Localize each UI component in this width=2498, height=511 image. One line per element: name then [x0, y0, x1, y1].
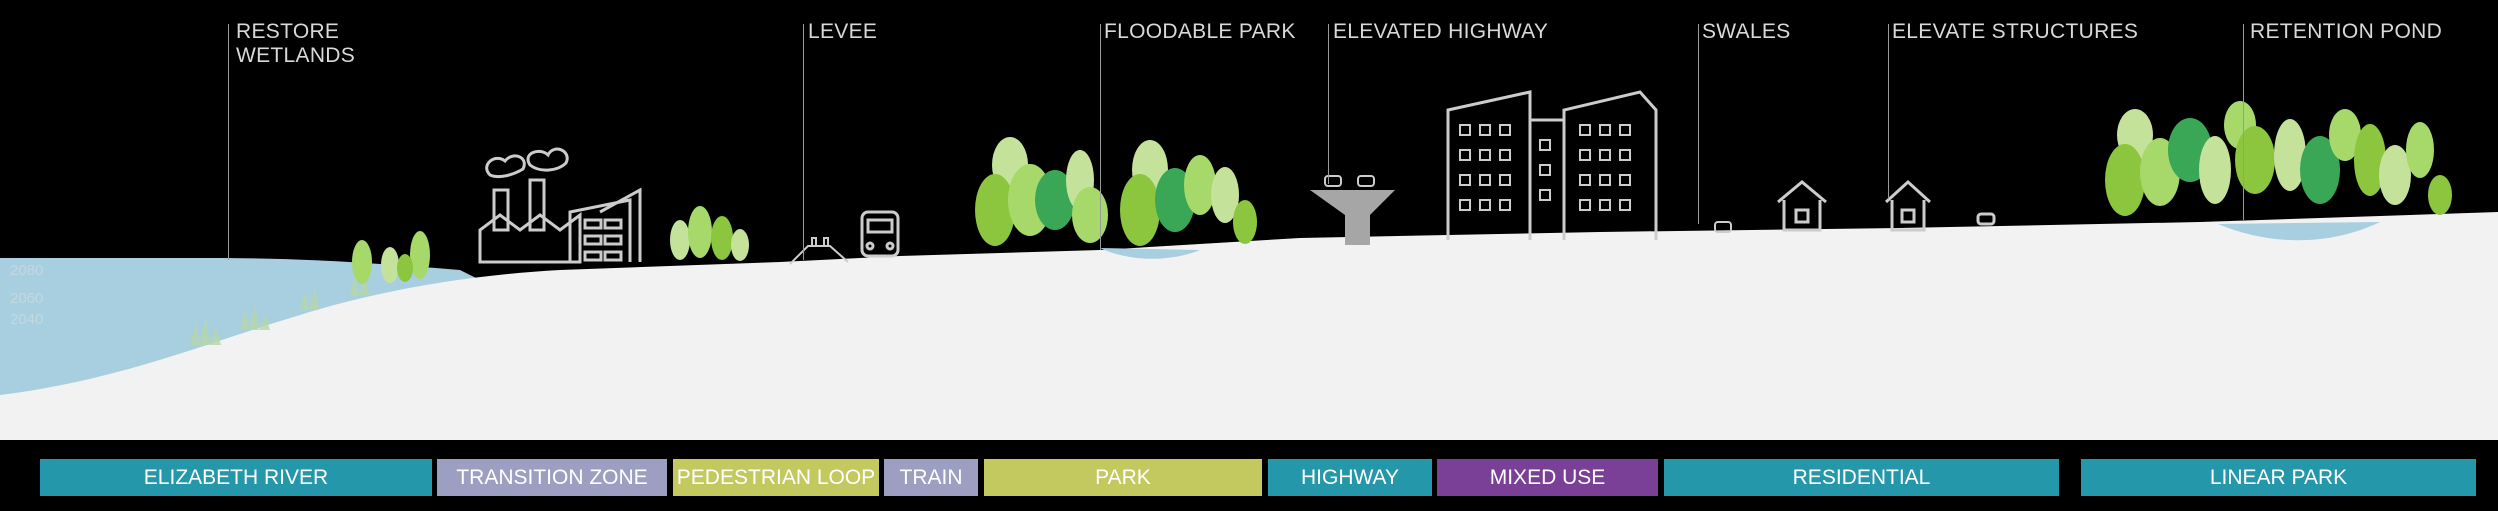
train: [860, 210, 900, 258]
zone-linear-park: LINEAR PARK: [2081, 459, 2476, 496]
water-level-label: 2040: [10, 311, 44, 328]
zone-pedestrian-loop: PEDESTRIAN LOOP: [673, 459, 879, 496]
zone-legend-bar: ELIZABETH RIVER TRANSITION ZONE PEDESTRI…: [0, 440, 2498, 511]
callout-elevated-highway: ELEVATED HIGHWAY: [1333, 20, 1549, 43]
zone-transition-zone: TRANSITION ZONE: [437, 459, 667, 496]
linear-park-trees: [2105, 101, 2452, 216]
zone-highway: HIGHWAY: [1268, 459, 1432, 496]
callout-line: [228, 24, 229, 260]
retention-pond-water: [2218, 222, 2380, 241]
park-trees: [975, 137, 1257, 246]
floodable-park-water: [1100, 248, 1200, 259]
callout-levee: LEVEE: [808, 20, 878, 43]
mixed-use-buildings: [1446, 90, 1658, 240]
water-level-label: 2080: [10, 262, 44, 279]
levee: [789, 237, 849, 265]
zone-residential: RESIDENTIAL: [1664, 459, 2059, 496]
callout-line: [1328, 24, 1329, 184]
swales: [1714, 221, 1732, 233]
water-level-label: 2060: [10, 290, 44, 307]
residential-houses: [1777, 179, 1996, 232]
zone-mixed-use: MIXED USE: [1437, 459, 1658, 496]
zone-elizabeth-river: ELIZABETH RIVER: [40, 459, 432, 496]
zone-train: TRAIN: [884, 459, 978, 496]
callout-line: [1888, 24, 1889, 199]
callout-line: [2243, 24, 2244, 220]
callout-elevate-structures: ELEVATE STRUCTURES: [1892, 20, 2139, 43]
callout-floodable-park: FLOODABLE PARK: [1104, 20, 1296, 43]
callout-line: [803, 24, 804, 260]
zone-park: PARK: [984, 459, 1262, 496]
wetland-trees: [352, 231, 430, 284]
pedestrian-loop-trees: [670, 206, 749, 261]
callout-line: [1100, 24, 1101, 250]
elevated-highway: [1310, 175, 1395, 245]
callout-restore-wetlands: RESTORE WETLANDS: [236, 20, 356, 67]
ground-profile: [0, 212, 2498, 440]
callout-swales: SWALES: [1702, 20, 1791, 43]
callout-retention-pond: RETENTION POND: [2250, 20, 2443, 43]
factory-illustration: [478, 147, 642, 264]
callout-line: [1698, 24, 1699, 224]
